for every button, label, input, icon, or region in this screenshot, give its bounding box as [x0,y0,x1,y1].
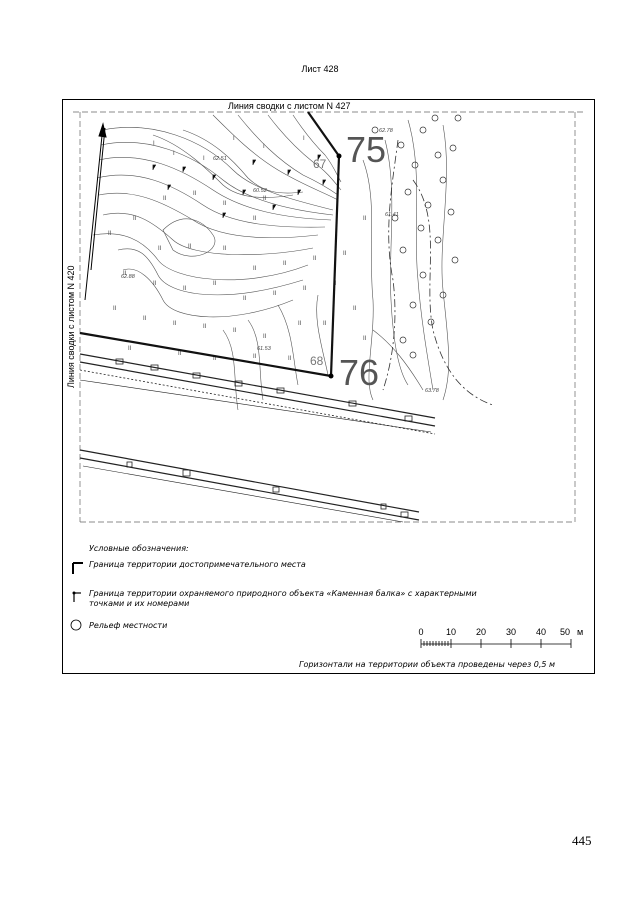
scale-tick-label: 50 [560,627,570,637]
boundary-point-76 [328,373,334,379]
svg-text:II: II [223,201,227,207]
road-lower [79,449,420,523]
relief-circle-icon [70,619,82,631]
match-line-left-label: Линия сводки с листом N 420 [66,265,76,388]
svg-text:II: II [263,196,267,202]
elevation-label: 60.52 [253,188,267,194]
arrow-lines [84,122,107,301]
svg-text:II: II [243,296,247,302]
sheet-title: Лист 428 [301,64,339,74]
svg-text:II: II [263,334,267,340]
svg-text:II: II [253,354,257,360]
legend-item-label-cont: точками и их номерами [89,599,189,608]
boundary-flag-thick-icon [72,562,83,574]
svg-text:II: II [353,306,357,312]
scale-tick-label: 20 [476,627,486,637]
elevation-label: 61.41 [385,212,399,218]
svg-text:II: II [153,281,157,287]
svg-text:II: II [303,286,307,292]
svg-text:II: II [363,336,367,342]
match-line-top-label: Линия сводки с листом N 427 [228,101,351,111]
svg-text:II: II [143,316,147,322]
legend-item-label: Граница территории охраняемого природног… [89,589,477,598]
contour-interval-note: Горизонтали на территории объекта провед… [299,660,555,669]
svg-text:II: II [183,286,187,292]
legend-item-label: Рельеф местности [89,621,167,630]
svg-text:II: II [273,291,277,297]
svg-text:II: II [213,356,217,362]
relief-circles [371,114,462,359]
scale-tick-label: 10 [446,627,456,637]
svg-text:I: I [153,141,155,147]
svg-text:II: II [193,191,197,197]
svg-text:II: II [178,351,182,357]
svg-text:II: II [253,266,257,272]
svg-text:II: II [163,196,167,202]
svg-text:II: II [343,251,347,257]
svg-text:I: I [233,136,235,142]
svg-text:II: II [233,328,237,334]
natural-object-boundary [382,139,494,406]
dashed-inner-frame [73,111,583,523]
svg-text:II: II [188,244,192,250]
svg-text:II: II [158,246,162,252]
svg-text:II: II [323,321,327,327]
svg-text:I: I [263,144,265,150]
svg-text:II: II [298,321,302,327]
contour-lines [92,114,450,411]
road-symbols [115,358,413,422]
svg-text:II: II [288,356,292,362]
svg-text:II: II [223,246,227,252]
attraction-boundary [79,111,341,378]
scale-bar: 0 10 20 30 40 50 м [418,627,583,648]
svg-text:II: II [363,216,367,222]
elevation-labels: 62.78 62.51 61.41 60.52 62.88 61.53 63.7… [121,128,440,394]
svg-text:II: II [313,256,317,262]
elevation-label: 63.78 [425,388,440,394]
elevation-label: 61.53 [257,346,272,352]
point-67-label: 67 [313,157,327,171]
svg-text:I: I [203,156,205,162]
svg-text:II: II [253,216,257,222]
svg-text:II: II [133,216,137,222]
scale-tick-label: 0 [418,627,423,637]
boundary-point-75 [336,153,342,159]
road-upper [79,353,436,435]
legend-item-label: Граница территории достопримечательного … [89,560,306,569]
elevation-label: 62.78 [379,128,394,134]
scale-tick-label: 40 [536,627,546,637]
svg-text:I: I [173,151,175,157]
svg-text:II: II [108,231,112,237]
elevation-label: 62.51 [213,156,227,162]
svg-text:II: II [283,261,287,267]
point-75-label: 75 [346,129,386,170]
point-68-label: 68 [310,354,324,368]
scale-tick-label: 30 [506,627,516,637]
slope-ticks [152,154,326,218]
elevation-label: 62.88 [121,274,136,280]
boundary-flag-thin-icon [72,591,81,602]
svg-text:II: II [123,271,127,277]
svg-text:II: II [203,324,207,330]
svg-text:I: I [303,136,305,142]
page-number: 445 [572,833,592,848]
point-76-label: 76 [339,352,379,393]
svg-text:II: II [113,306,117,312]
svg-text:II: II [213,281,217,287]
svg-text:II: II [128,346,132,352]
road-lower-symbols [126,461,409,518]
scale-unit: м [577,627,583,637]
legend-title: Условные обозначения: [89,544,189,553]
svg-text:II: II [173,321,177,327]
